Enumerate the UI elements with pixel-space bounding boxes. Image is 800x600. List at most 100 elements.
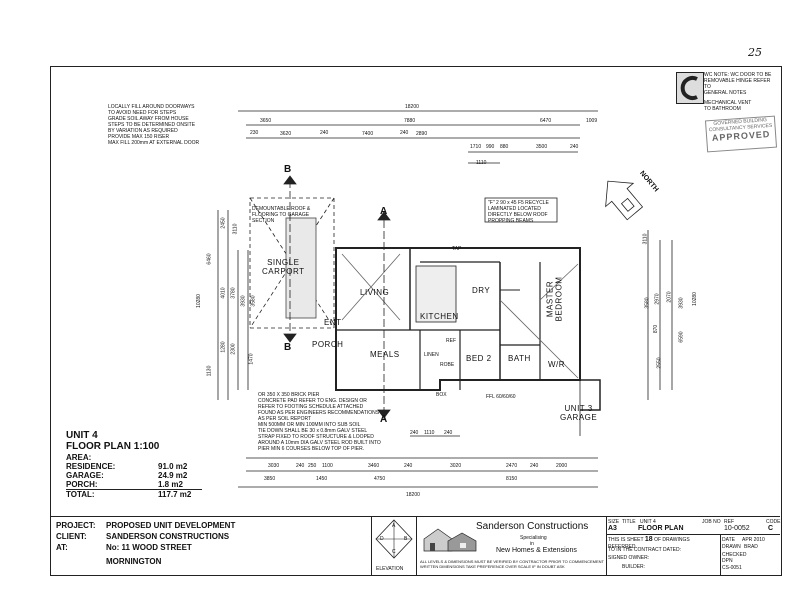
company-specialty: New Homes & Extensions <box>496 547 577 554</box>
site-note: BY VARIATION AS REQUIRED <box>108 128 178 134</box>
room-label: MASTER <box>545 280 555 318</box>
scale-code: CS-0051 <box>722 565 742 571</box>
size-label: SIZE <box>608 519 620 525</box>
checked-value: DPN <box>722 558 733 564</box>
jobno-label: JOB NO <box>702 519 721 525</box>
dim-bottom: 240 <box>530 463 539 469</box>
elevation-b: B <box>404 536 408 542</box>
company-in: in <box>530 541 534 547</box>
dim-left: 3110 <box>232 223 239 235</box>
title-label: TITLE <box>622 519 636 525</box>
pier-note: PIER MIN 6 COURSES BELOW TOP OF PIER. <box>258 446 365 452</box>
pier-note: OR 350 X 350 BRICK PIER <box>258 392 320 398</box>
room-living: LIVING <box>360 288 390 297</box>
dim-left: 6460 <box>206 253 213 265</box>
stamp-note: WC NOTE: WC DOOR TO BE <box>704 72 772 78</box>
section-marker-b-bottom: B <box>284 342 292 353</box>
room-meals: MEALS <box>370 350 400 359</box>
house-logo <box>423 528 477 552</box>
drawn-value: BRAD <box>744 544 758 550</box>
dim-bottom: 240 <box>444 430 453 436</box>
pier-note: FOUND AS PER ENGINEERS RECOMMENDATIONS <box>258 410 380 416</box>
room-porch: PORCH <box>312 340 344 349</box>
room-bed2: BED 2 <box>466 354 492 363</box>
pier-notes: OR 350 X 350 BRICK PIER CONCRETE PAD REF… <box>258 392 408 452</box>
box-label: BOX <box>436 392 447 398</box>
address-label: AT: <box>56 543 68 552</box>
signed-owner: SIGNED OWNER: <box>608 555 650 561</box>
plan-name: FLOOR PLAN 1:100 <box>66 441 160 452</box>
contract-dated: TO IN THE CONTRACT DATED: <box>608 547 681 553</box>
pier-note: CONCRETE PAD REFER TO ENG. DESIGN OR <box>258 398 367 404</box>
dim-bottom: 3030 <box>268 463 280 469</box>
elevation-a: A <box>392 523 396 529</box>
address-row: AT: No: 11 WOOD STREET <box>56 543 365 552</box>
area-schedule: UNIT 4 FLOOR PLAN 1:100 AREA: RESIDENCE:… <box>66 430 236 499</box>
dim-top: 2890 <box>416 131 428 137</box>
ref-label: REF <box>724 519 734 525</box>
dim-bottom: 240 <box>296 463 305 469</box>
drawing-sheet <box>50 66 782 576</box>
site-note: MAX FILL 200mm AT EXTERNAL DOOR <box>108 140 200 146</box>
area-row: PORCH:1.8 m2 <box>66 480 236 489</box>
address-suburb: MORNINGTON <box>106 557 162 566</box>
dim-top: 3650 <box>260 118 272 124</box>
project-info: PROJECT:PROPOSED UNIT DEVELOPMENT CLIENT… <box>50 517 372 575</box>
carport-note: DEMOUNTABLE ROOF & FLOORING TO GARAGE SE… <box>252 206 311 224</box>
area-row-value: 24.9 m2 <box>158 471 188 480</box>
dim-bottom: 2470 <box>506 463 518 469</box>
dim-left: 1470 <box>248 353 255 365</box>
dim-bottom: 1100 <box>322 463 333 469</box>
room-ref: REF <box>446 338 456 344</box>
elevation-c: C <box>392 549 396 555</box>
dim-left: 1130 <box>206 365 213 377</box>
dim-bottom: 8150 <box>506 476 518 482</box>
site-note: LOCALLY FILL AROUND DOORWAYS <box>108 104 195 110</box>
company-specialising: Specialising <box>520 535 547 541</box>
elevation-d: D <box>380 536 384 542</box>
dim-left: 2300 <box>230 343 237 355</box>
section-marker-a-bottom: A <box>380 414 388 425</box>
pier-note: AROUND A 10mm DIA GALV STEEL ROD BUILT I… <box>258 440 381 446</box>
title-block: PROJECT:PROPOSED UNIT DEVELOPMENT CLIENT… <box>50 516 780 575</box>
room-bath: BATH <box>508 354 531 363</box>
area-row-label: GARAGE: <box>66 471 104 480</box>
dim-top: 230 <box>250 130 259 136</box>
title-value: FLOOR PLAN <box>638 525 684 532</box>
client-row: CLIENT:SANDERSON CONSTRUCTIONS <box>56 532 365 541</box>
code-value: C <box>768 525 774 532</box>
stamp-note: REMOVABLE HINGE REFER TO <box>704 78 771 90</box>
dim-bottom: 3460 <box>368 463 380 469</box>
client-value: SANDERSON CONSTRUCTIONS <box>106 532 230 541</box>
dim-top-overall: 18200 <box>405 104 419 110</box>
pier-note: STRAP FIXED TO ROOF STRUCTURE & LOOPED <box>258 434 374 440</box>
dim-left: 3580 <box>250 295 257 307</box>
area-row-label: PORCH: <box>66 480 98 489</box>
dim-bottom: 2000 <box>556 463 568 469</box>
room-label: BEDROOM <box>554 276 564 322</box>
size-value: A3 <box>608 525 617 532</box>
address-value: No: 11 WOOD STREET <box>106 543 192 552</box>
dim-right: 3580 <box>644 297 651 309</box>
area-row-value: 117.7 m2 <box>158 490 192 499</box>
sheet-text-1: THIS IS SHEET <box>608 537 644 543</box>
site-note: STEPS TO BE DETERMINED ONSITE <box>108 122 196 128</box>
pier-note: MIN 500MM OR MIN 100MM INTO SUB SOIL <box>258 422 361 428</box>
dim-left: 4010 <box>220 287 227 299</box>
area-row: RESIDENCE:91.0 m2 <box>66 462 236 471</box>
site-note: TO AVOID NEED FOR STEPS <box>108 110 177 116</box>
checked-label: CHECKED <box>722 552 747 558</box>
site-note: GRADE SOIL AWAY FROM HOUSE <box>108 116 189 122</box>
project-row: PROJECT:PROPOSED UNIT DEVELOPMENT <box>56 521 365 530</box>
dim-top: 1110 <box>476 160 487 166</box>
room-wir: W/R <box>548 360 566 369</box>
elevation-label: ELEVATION <box>376 566 404 572</box>
sheet-number: 18 <box>644 536 653 543</box>
dim-bottom: 240 <box>410 430 419 436</box>
dim-right: 10280 <box>691 292 698 306</box>
room-robe: ROBE <box>440 362 455 368</box>
company-logo <box>676 72 704 104</box>
dim-right: 3930 <box>678 297 685 309</box>
date-value: APR 2010 <box>742 537 765 543</box>
